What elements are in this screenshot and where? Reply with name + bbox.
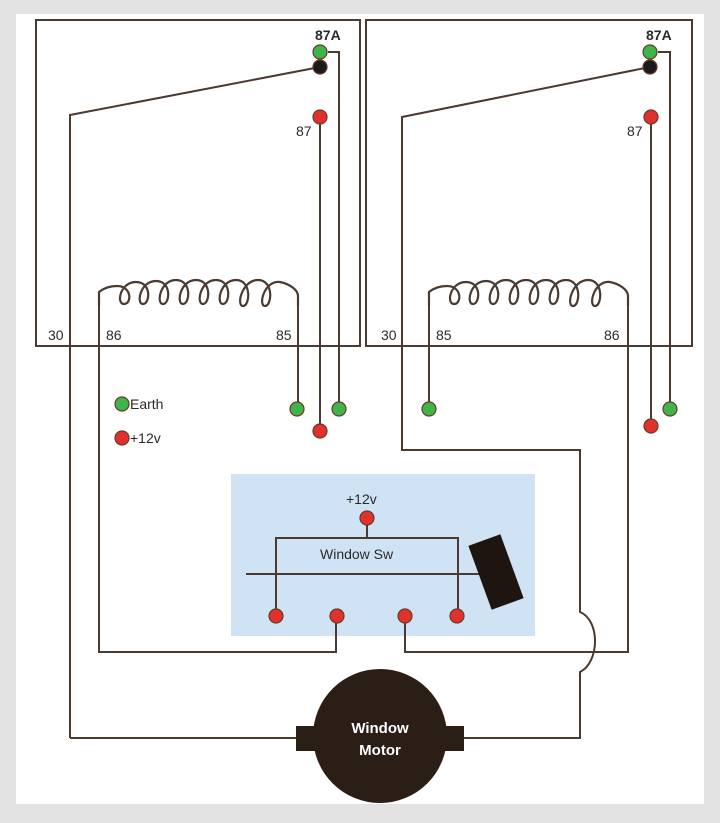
relay-left-label-86: 86 [106,327,122,343]
relay-right-87a-earth-terminal [662,401,678,417]
relay-left-label-87a: 87A [315,27,341,43]
relay-left-87-positive-terminal [312,423,328,439]
legend-positive-dot [114,430,130,446]
relay-left-label-87: 87 [296,123,312,139]
motor-label-line2: Motor [359,742,401,759]
relay-right-87a-contact [642,44,658,60]
relay-right-86-wire [404,306,629,653]
relay-right-label-87a: 87A [646,27,672,43]
switch-terminal-1 [268,608,284,624]
relay-right-87-contact [643,109,659,125]
switch-supply-terminal [359,510,375,526]
legend-positive-label: +12v [130,430,161,446]
relay-right-87a-wire [658,51,671,408]
relay-left-label-30: 30 [48,327,64,343]
relay-left-87a-wire [328,51,340,408]
relay-left-label-85: 85 [276,327,292,343]
relay-right-coil [427,278,630,308]
relay-left-87-contact [312,109,328,125]
motor-left-terminal [296,726,318,751]
switch-terminal-3 [397,608,413,624]
relay-right-label-30: 30 [381,327,397,343]
relay-right-label-87: 87 [627,123,643,139]
relay-right-85-earth-terminal [421,401,437,417]
legend-earth-label: Earth [130,396,163,412]
switch-terminal-2 [329,608,345,624]
relay-left-85-earth-terminal [289,401,305,417]
relay-left-coil [97,278,300,308]
relay-left-87a-earth-terminal [331,401,347,417]
relay-right-common-contact [642,59,658,75]
relay-right-87-positive-terminal [643,418,659,434]
legend-earth-dot [114,396,130,412]
relay-right-label-86: 86 [604,327,620,343]
switch-supply-label: +12v [346,491,377,507]
switch-frame-wire [275,537,459,615]
switch-terminal-4 [449,608,465,624]
relay-left-87a-contact [312,44,328,60]
motor-label-line1: Window [351,720,409,737]
motor-right-terminal [442,726,464,751]
switch-label: Window Sw [320,546,394,562]
relay-left-common-contact [312,59,328,75]
relay-left-86-wire [98,306,337,653]
window-motor [313,669,447,803]
switch-rocker [468,534,524,610]
relay-left-arm [69,66,321,738]
relay-right-label-85: 85 [436,327,452,343]
relay-right-box [365,19,693,347]
relay-right-30-wire [460,450,596,739]
relay-left-box [35,19,361,347]
